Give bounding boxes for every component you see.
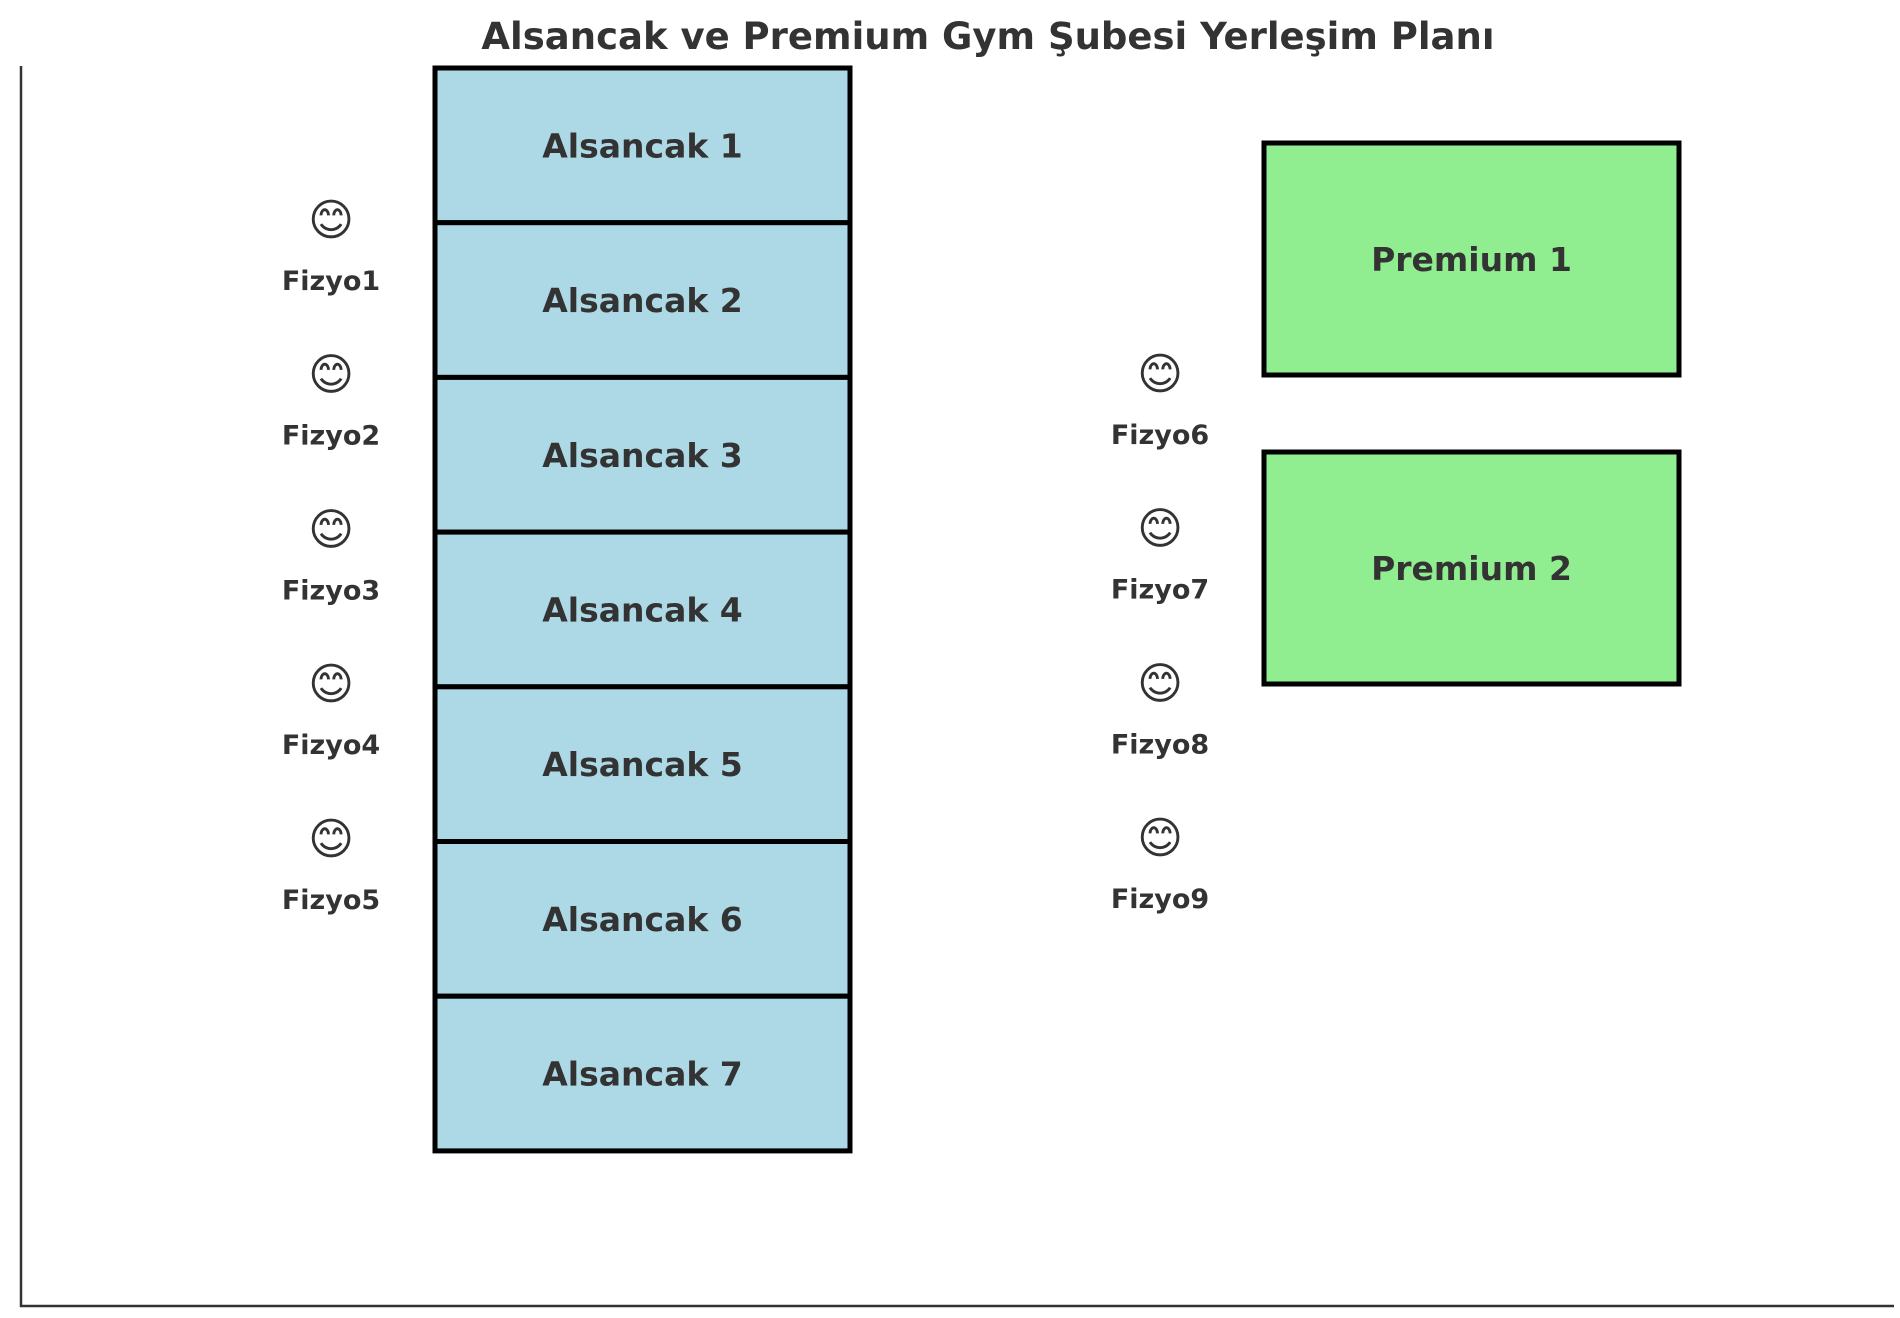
alsancak-staff-5: 😊 Fizyo5 xyxy=(282,814,380,916)
alsancak-room-5-box xyxy=(432,684,853,844)
premium-room-2: Premium 2 xyxy=(1261,449,1682,687)
alsancak-room-2-box xyxy=(432,220,853,380)
staff-name-label: Fizyo8 xyxy=(1111,729,1209,760)
staff-name-label: Fizyo3 xyxy=(282,575,380,606)
smiley-icon: 😊 xyxy=(308,504,354,555)
staff-name-label: Fizyo5 xyxy=(282,885,380,916)
smiley-icon: 😊 xyxy=(1137,658,1183,709)
alsancak-staff-4: 😊 Fizyo4 xyxy=(282,659,380,761)
smiley-icon: 😊 xyxy=(1137,813,1183,864)
staff-name-label: Fizyo2 xyxy=(282,421,380,452)
smiley-icon: 😊 xyxy=(308,814,354,865)
alsancak-room-1: Alsancak 1 xyxy=(432,65,853,226)
staff-name-label: Fizyo6 xyxy=(1111,420,1209,451)
alsancak-room-3-box xyxy=(432,374,853,535)
alsancak-room-4: Alsancak 4 xyxy=(432,529,853,690)
alsancak-room-2-label: Alsancak 2 xyxy=(542,281,742,320)
alsancak-room-4-box xyxy=(432,529,853,690)
alsancak-room-1-label: Alsancak 1 xyxy=(542,126,742,165)
alsancak-room-6-label: Alsancak 6 xyxy=(542,900,742,939)
alsancak-branch: Alsancak 1 Alsancak 2 Alsancak 3 Alsancak 4… xyxy=(432,65,853,1154)
alsancak-staff-2: 😊 Fizyo2 xyxy=(282,350,380,452)
plan-title: Alsancak ve Premium Gym Şubesi Yerleşim … xyxy=(481,15,1494,58)
alsancak-room-5-label: Alsancak 5 xyxy=(542,745,742,784)
alsancak-room-7-label: Alsancak 7 xyxy=(542,1055,742,1094)
alsancak-room-6-box xyxy=(432,839,853,999)
smiley-icon: 😊 xyxy=(308,350,354,401)
premium-staff-2: 😊 Fizyo7 xyxy=(1111,504,1209,606)
smiley-icon: 😊 xyxy=(308,659,354,710)
premium-room-2-label: Premium 2 xyxy=(1371,549,1572,588)
alsancak-staff-3: 😊 Fizyo3 xyxy=(282,504,380,606)
alsancak-room-3: Alsancak 3 xyxy=(432,374,853,535)
premium-staff-3: 😊 Fizyo8 xyxy=(1111,658,1209,760)
alsancak-room-3-label: Alsancak 3 xyxy=(542,436,742,475)
alsancak-room-2: Alsancak 2 xyxy=(432,220,853,380)
alsancak-staff-1: 😊 Fizyo1 xyxy=(282,195,380,297)
staff-name-label: Fizyo9 xyxy=(1111,884,1209,915)
alsancak-room-7-box xyxy=(432,993,853,1154)
smiley-icon: 😊 xyxy=(1137,504,1183,555)
alsancak-staff-column: 😊 Fizyo1 😊 Fizyo2 😊 Fizyo3 😊 Fizyo4 😊 Fizyo5 xyxy=(282,195,380,916)
smiley-icon: 😊 xyxy=(1137,349,1183,400)
premium-room-1-box xyxy=(1261,140,1682,378)
premium-staff-column: 😊 Fizyo6 😊 Fizyo7 😊 Fizyo8 😊 Fizyo9 xyxy=(1111,349,1209,915)
premium-room-1-label: Premium 1 xyxy=(1371,240,1572,279)
premium-branch: Premium 1 Premium 2 xyxy=(1261,140,1682,687)
alsancak-room-4-label: Alsancak 4 xyxy=(542,590,742,629)
alsancak-room-7: Alsancak 7 xyxy=(432,993,853,1154)
smiley-icon: 😊 xyxy=(308,195,354,246)
premium-staff-1: 😊 Fizyo6 xyxy=(1111,349,1209,451)
staff-name-label: Fizyo7 xyxy=(1111,575,1209,606)
staff-name-label: Fizyo4 xyxy=(282,730,380,761)
alsancak-room-5: Alsancak 5 xyxy=(432,684,853,844)
alsancak-room-6: Alsancak 6 xyxy=(432,839,853,999)
alsancak-room-1-box xyxy=(432,65,853,226)
premium-room-1: Premium 1 xyxy=(1261,140,1682,378)
staff-name-label: Fizyo1 xyxy=(282,266,380,297)
premium-room-2-box xyxy=(1261,449,1682,687)
premium-staff-4: 😊 Fizyo9 xyxy=(1111,813,1209,915)
